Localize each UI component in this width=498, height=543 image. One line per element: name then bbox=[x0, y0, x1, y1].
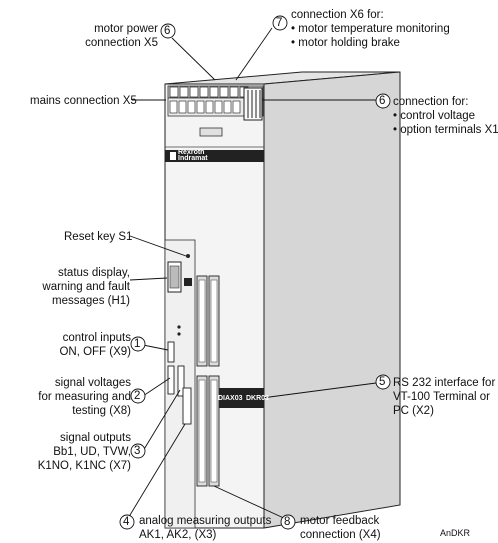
signal-outputs-label: signal outputs Bb1, UD, TVW, K1NO, K1NC … bbox=[38, 431, 131, 473]
analog-line1: analog measuring outputs bbox=[139, 515, 272, 527]
reset-key-label: Reset key S1 bbox=[64, 231, 133, 243]
feedback-label: motor feedback connection (X4) bbox=[300, 514, 381, 542]
brand-line1: Rexroth bbox=[178, 149, 205, 156]
motor-power-line2: connection X5 bbox=[85, 37, 158, 49]
control-voltage-label: connection for: • control voltage • opti… bbox=[393, 95, 498, 137]
motor-power-line1: motor power bbox=[94, 23, 158, 35]
x7-connector[interactable] bbox=[177, 365, 185, 397]
terminal-block-cells bbox=[169, 100, 241, 114]
feedback-line2: connection (X4) bbox=[300, 529, 381, 541]
callout-num-rs232: 5 bbox=[379, 376, 386, 388]
status-line2: warning and fault bbox=[42, 281, 130, 293]
figure-code: AnDKR bbox=[440, 528, 471, 538]
x6-connector bbox=[199, 127, 223, 137]
callout-num-control-voltage: 6 bbox=[379, 95, 386, 107]
model-band bbox=[215, 388, 264, 408]
model-right-text: DKR03 bbox=[246, 395, 269, 402]
rs232-label: RS 232 interface for VT-100 Terminal or … bbox=[393, 376, 495, 418]
h1-display bbox=[184, 278, 192, 286]
callout-num-signal-outputs: 3 bbox=[134, 445, 141, 457]
x8-connector[interactable] bbox=[167, 365, 175, 395]
x3-connector[interactable] bbox=[182, 387, 192, 425]
signal-voltages-line1: signal voltages bbox=[54, 377, 131, 389]
analog-line2: AK1, AK2, (X3) bbox=[139, 529, 217, 541]
signal-voltages-line3: testing (X8) bbox=[72, 405, 131, 417]
x6-title: connection X6 for: bbox=[291, 9, 384, 21]
brand-logo: Rexroth Indramat bbox=[178, 149, 208, 162]
reset-key[interactable] bbox=[186, 254, 190, 258]
rs232-line3: PC (X2) bbox=[393, 405, 434, 417]
control-inputs-label: control inputs ON, OFF (X9) bbox=[59, 331, 131, 359]
status-line3: messages (H1) bbox=[52, 295, 130, 307]
control-voltage-bullet-1: • control voltage bbox=[393, 110, 476, 122]
callout-num-signal-voltages: 2 bbox=[134, 390, 141, 402]
control-voltage-bullet-2: • option terminals X10 bbox=[393, 123, 498, 137]
status-display-label: status display, warning and fault messag… bbox=[42, 266, 130, 308]
mains-label: mains connection X5 bbox=[30, 95, 137, 107]
control-inputs-line2: ON, OFF (X9) bbox=[59, 346, 131, 358]
signal-voltages-label: signal voltages for measuring and testin… bbox=[38, 376, 131, 418]
x6-bullet-1: • motor temperature monitoring bbox=[291, 23, 450, 35]
callout-num-x6: 7 bbox=[276, 17, 283, 29]
signal-outputs-line3: K1NO, K1NC (X7) bbox=[37, 460, 131, 472]
x10-terminal-block bbox=[243, 87, 263, 121]
x10-terminal-lines bbox=[247, 90, 261, 118]
control-inputs-line1: control inputs bbox=[62, 332, 131, 344]
x9-connector[interactable] bbox=[167, 341, 175, 363]
callout-num-analog: 4 bbox=[123, 516, 130, 528]
x6-label: connection X6 for: • motor temperature m… bbox=[291, 8, 450, 50]
rs232-line1: RS 232 interface for bbox=[393, 377, 496, 389]
signal-outputs-line2: Bb1, UD, TVW, bbox=[53, 446, 131, 458]
callout-num-control-inputs: 1 bbox=[134, 338, 141, 350]
led-2 bbox=[177, 332, 181, 336]
signal-voltages-line2: for measuring and bbox=[38, 391, 131, 403]
leader-lines bbox=[126, 27, 377, 521]
control-voltage-title: connection for: bbox=[393, 96, 469, 108]
led-1 bbox=[177, 325, 181, 329]
brand-line2: Indramat bbox=[178, 155, 208, 162]
analog-outputs-label: analog measuring outputs AK1, AK2, (X3) bbox=[139, 514, 276, 542]
signal-outputs-line1: signal outputs bbox=[60, 432, 131, 444]
feedback-line1: motor feedback bbox=[300, 515, 380, 527]
callout-num-motor-power: 6 bbox=[164, 25, 171, 37]
status-line1: status display, bbox=[57, 267, 130, 279]
brand-band bbox=[165, 150, 264, 162]
x6-bullet-2: • motor holding brake bbox=[291, 37, 400, 49]
control-voltage-bullet-2-text: option terminals X10 bbox=[400, 124, 498, 136]
motor-power-label: motor power connection X5 bbox=[85, 22, 158, 50]
brand-logo-box bbox=[170, 152, 176, 160]
cabinet-side-face bbox=[263, 71, 401, 529]
number-circles bbox=[119, 15, 391, 530]
callout-num-feedback: 8 bbox=[284, 516, 291, 528]
x6-bullet-1-text: motor temperature monitoring bbox=[298, 23, 450, 35]
control-voltage-bullet-1-text: control voltage bbox=[400, 110, 476, 122]
x6-bullet-2-text: motor holding brake bbox=[298, 37, 400, 49]
model-left-text: DIAX03 bbox=[218, 395, 243, 402]
rs232-line2: VT-100 Terminal or bbox=[393, 391, 490, 403]
